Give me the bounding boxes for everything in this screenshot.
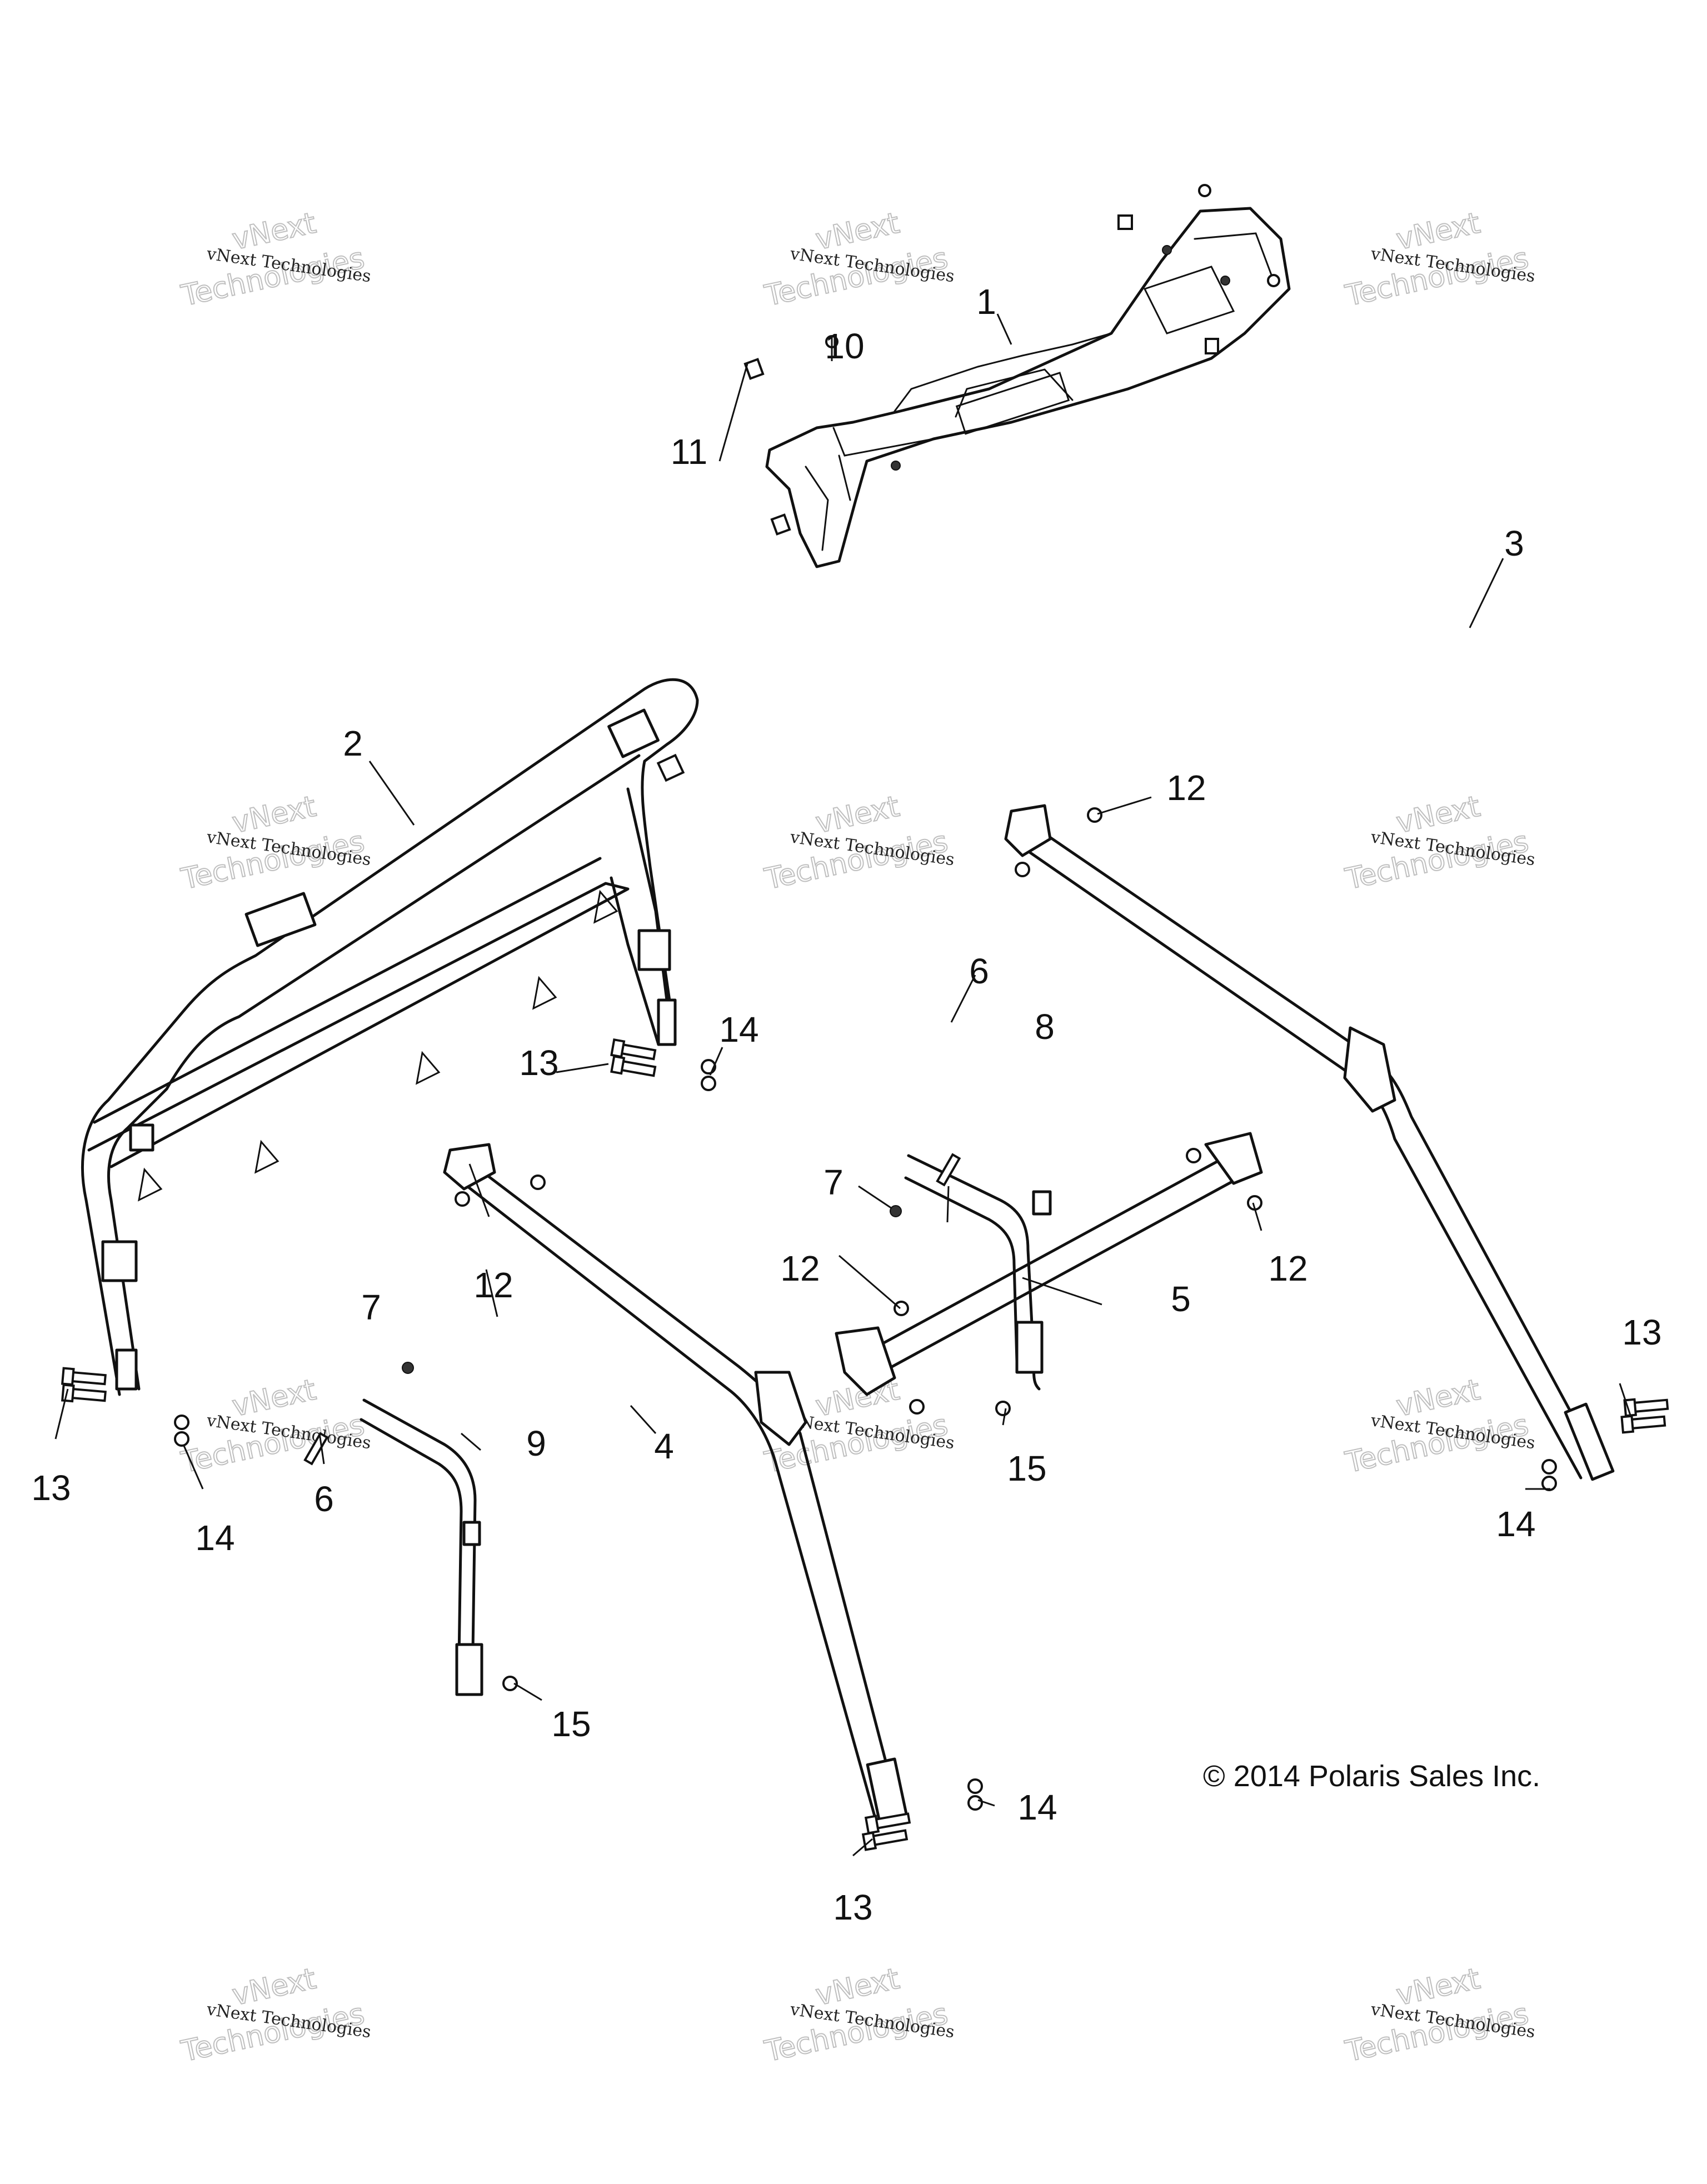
callout-13d: 13 [833,1887,872,1927]
callout-10: 10 [825,326,864,366]
callout-3: 3 [1504,523,1524,563]
front-cage-part-2 [81,678,699,1396]
callout-12d: 12 [1268,1248,1307,1288]
right-rear-cage-part-3 [1004,804,1615,1481]
callout-9: 9 [526,1423,546,1463]
callout-6b: 6 [314,1479,334,1519]
callout-5: 5 [1171,1279,1191,1319]
callout-4: 4 [654,1426,674,1466]
callout-13a: 13 [519,1043,558,1083]
callout-14b: 14 [195,1518,234,1558]
callout-14d: 14 [1017,1787,1057,1827]
left-rear-cage-part-4 [443,1143,909,1830]
grab-bar-part-8 [904,1154,1052,1391]
callout-11: 11 [671,432,707,472]
callout-8: 8 [1035,1007,1055,1047]
roof-panel-part-1 [743,184,1291,568]
callout-14a: 14 [719,1009,758,1049]
callout-15b: 15 [551,1704,591,1744]
callout-labels: 1 2 3 4 5 6 6 7 7 8 9 10 11 12 12 12 12 … [31,282,1661,1927]
callout-13b: 13 [31,1468,71,1508]
leader-lines [54,313,1632,1857]
copyright-text: © 2014 Polaris Sales Inc. [1203,1760,1540,1793]
callout-14c: 14 [1496,1504,1535,1544]
callout-2: 2 [343,723,363,763]
callout-7a: 7 [823,1162,843,1202]
grab-bar-part-9 [360,1398,483,1696]
callout-1: 1 [976,282,996,322]
callout-13c: 13 [1622,1312,1661,1352]
hardware-group [61,807,1669,1851]
callout-12b: 12 [473,1265,513,1305]
callout-7b: 7 [361,1287,381,1327]
callout-12a: 12 [1166,768,1206,808]
callout-15a: 15 [1007,1448,1046,1488]
callout-12c: 12 [780,1248,820,1288]
cross-bar-part-5 [835,1132,1263,1396]
callout-6a: 6 [969,951,989,991]
